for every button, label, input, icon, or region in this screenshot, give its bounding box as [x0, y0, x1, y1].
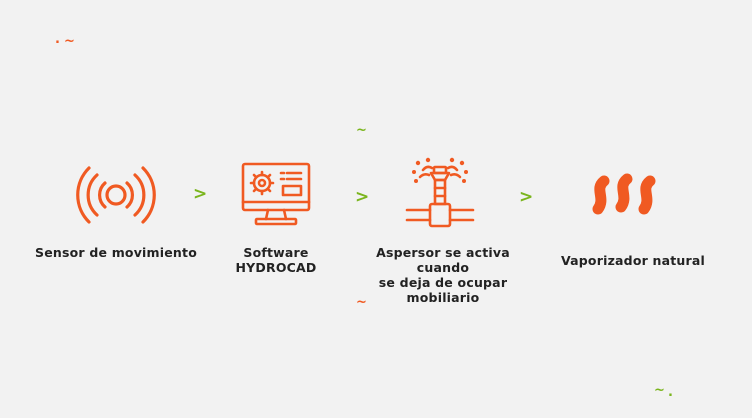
step-label-sprinkler: Aspersor se activa cuando se deja de ocu… [376, 245, 510, 305]
step-label-software: Software HYDROCAD [235, 245, 317, 275]
sprinkler-icon [405, 157, 475, 228]
deco-tilde: ~ [64, 34, 75, 49]
deco-tilde: ~ [356, 123, 367, 138]
deco-tilde: ~ [356, 295, 367, 310]
monitor-gear-icon [241, 162, 311, 226]
deco-dot: . [668, 385, 673, 400]
connector-arrow: > [519, 187, 534, 207]
deco-tilde: ~ [654, 383, 665, 398]
vapor-icon [592, 173, 656, 215]
motion-sensor-icon [76, 166, 156, 224]
deco-dot: . [55, 32, 60, 47]
connector-arrow: > [193, 184, 208, 204]
step-label-sensor: Sensor de movimiento [35, 245, 197, 260]
step-label-vapor: Vaporizador natural [560, 253, 706, 268]
connector-arrow: > [355, 187, 370, 207]
